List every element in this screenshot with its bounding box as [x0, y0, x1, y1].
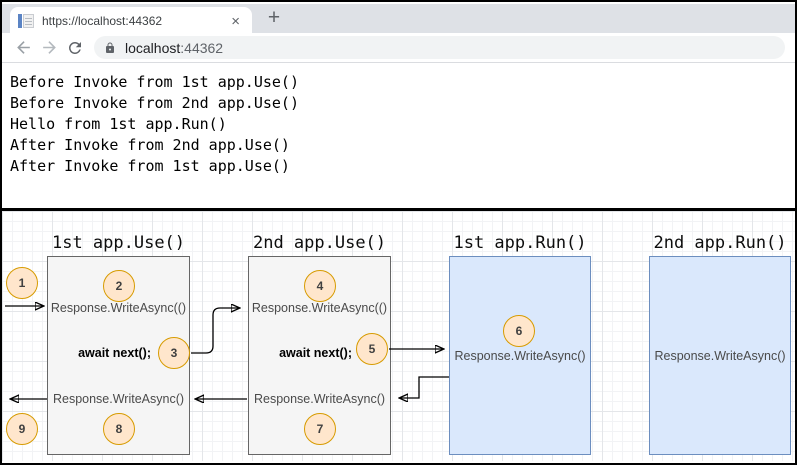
step-badge-5: 5 [356, 333, 388, 365]
url-host: localhost [125, 39, 181, 56]
output-line: After Invoke from 2nd app.Use() [10, 136, 290, 154]
step-badge-2: 2 [103, 270, 135, 302]
step-badge-3: 3 [158, 337, 190, 369]
call-label: Response.WriteAsync() [52, 392, 185, 406]
section-divider [2, 208, 795, 211]
call-label: Response.WriteAsync(() [50, 301, 187, 315]
step-badge-6: 6 [503, 315, 535, 347]
output-line: Before Invoke from 2nd app.Use() [10, 94, 299, 112]
url-port: :44362 [180, 39, 224, 56]
output-line: Hello from 1st app.Run() [10, 115, 227, 133]
step-badge-8: 8 [103, 413, 135, 445]
column-title-2nd-app-run: 2nd app.Run() [653, 233, 787, 253]
page-favicon-icon [18, 13, 34, 29]
column-title-2nd-app-use: 2nd app.Use() [252, 233, 387, 253]
column-title-1st-app-use: 1st app.Use() [51, 233, 186, 253]
tab-title: https://localhost:44362 [42, 14, 163, 28]
step-badge-1: 1 [6, 267, 38, 299]
step-badge-9: 9 [6, 413, 38, 445]
output-line: After Invoke from 1st app.Use() [10, 157, 290, 175]
call-label: Response.WriteAsync() [454, 349, 586, 363]
arrow-run-back-to-2 [400, 376, 449, 398]
tab-close-icon[interactable]: × [231, 12, 240, 30]
terminal-box-1st-run: Response.WriteAsync() [449, 256, 591, 455]
new-tab-button[interactable]: + [267, 6, 281, 29]
lock-icon [104, 42, 116, 54]
browser-toolbar: localhost:44362 [2, 33, 795, 63]
forward-icon[interactable] [36, 35, 62, 61]
call-label: Response.WriteAsync() [253, 392, 386, 406]
browser-tab[interactable]: https://localhost:44362 × [10, 7, 252, 35]
call-label: Response.WriteAsync(() [251, 301, 388, 315]
refresh-icon[interactable] [62, 35, 88, 61]
await-next-label: await next(); [279, 346, 352, 360]
step-badge-4: 4 [304, 270, 336, 302]
back-icon[interactable] [10, 35, 36, 61]
output-line: Before Invoke from 1st app.Use() [10, 73, 299, 91]
call-label: Response.WriteAsync() [654, 349, 786, 363]
arrow-next-1-to-2 [191, 308, 239, 354]
column-title-1st-app-run: 1st app.Run() [453, 233, 587, 253]
terminal-box-2nd-run: Response.WriteAsync() [649, 256, 791, 455]
step-badge-7: 7 [304, 413, 336, 445]
await-next-label: await next(); [78, 346, 151, 360]
address-bar[interactable]: localhost:44362 [94, 36, 785, 59]
page-output: Before Invoke from 1st app.Use() Before … [2, 63, 795, 208]
middleware-pipeline-diagram: 1st app.Use() 2nd app.Use() 1st app.Run(… [2, 211, 795, 461]
tab-strip: https://localhost:44362 × + [2, 2, 795, 35]
